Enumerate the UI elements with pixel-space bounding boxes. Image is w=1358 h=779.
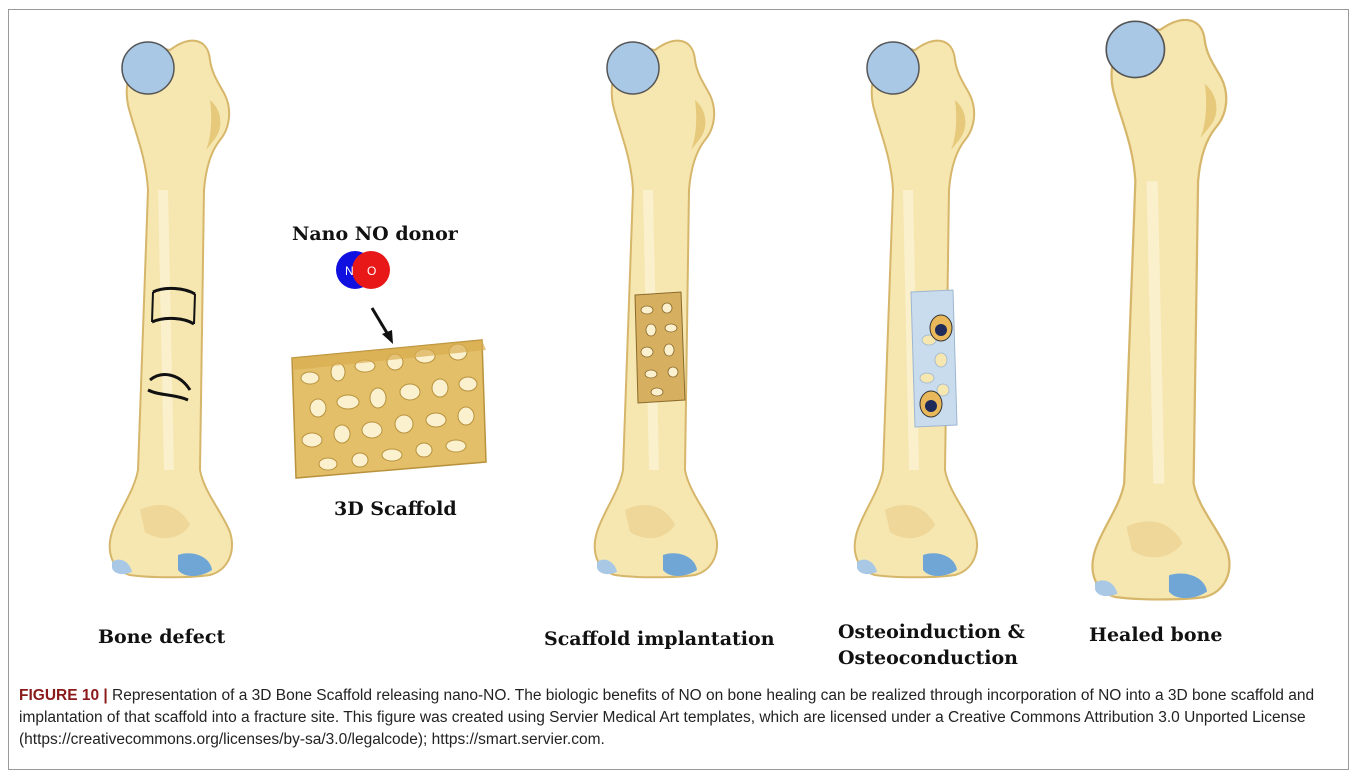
osteoblast-cell — [930, 315, 952, 341]
label-nano-no-donor: Nano NO donor — [292, 222, 458, 246]
caption-text: Representation of a 3D Bone Scaffold rel… — [19, 687, 1314, 748]
femur-osteoinduction — [855, 41, 977, 578]
label-bone-defect: Bone defect — [98, 625, 225, 649]
label-osteoconduction: Osteoconduction — [838, 646, 1018, 670]
label-healed-bone: Healed bone — [1089, 623, 1222, 647]
nano-no-molecule: N O — [336, 251, 390, 289]
label-osteoinduction: Osteoinduction & — [838, 620, 1025, 644]
scaffold-block — [292, 340, 486, 478]
figure-number: FIGURE 10 | — [19, 687, 108, 704]
arrow-down-icon — [372, 308, 393, 344]
figure-caption: FIGURE 10 | Representation of a 3D Bone … — [19, 685, 1339, 751]
femur-scaffold-implantation — [595, 41, 717, 578]
atom-o-label: O — [367, 264, 376, 278]
label-scaffold-implantation: Scaffold implantation — [544, 627, 775, 651]
label-3d-scaffold: 3D Scaffold — [334, 497, 457, 521]
diagram-canvas: N O — [0, 0, 1358, 680]
osteoblast-cell — [920, 391, 942, 417]
femur-bone-defect — [110, 41, 232, 578]
femur-healed — [1093, 20, 1230, 599]
atom-n-label: N — [345, 264, 354, 278]
